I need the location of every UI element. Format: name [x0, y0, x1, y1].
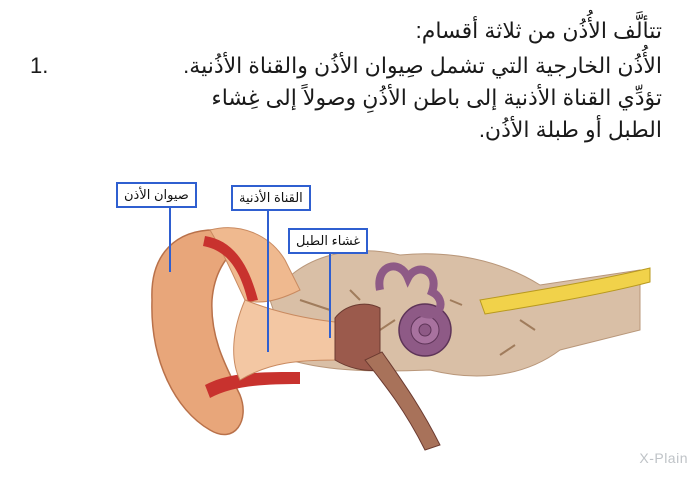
cartilage [203, 236, 258, 302]
list-item-number: 1. [30, 53, 49, 78]
ear-canal-shape [233, 299, 336, 381]
brand-logo: X-Plain [639, 450, 688, 466]
list-item-line-3: الطبل أو طبلة الأذُن. [478, 117, 662, 142]
semicircular-canals [375, 262, 445, 319]
nerve [479, 267, 651, 315]
list-item: الأُذُن الخارجية التي تشمل صِيوان الأذُن… [22, 50, 662, 146]
pinna-label: صيوان الأذن [116, 182, 197, 208]
skin-layer [209, 227, 301, 303]
cochlea-core [418, 323, 432, 337]
list-item-text: الأُذُن الخارجية التي تشمل صِيوان الأذُن… [72, 50, 662, 146]
list-item-line-2: تؤدِّي القناة الأذنية إلى باطن الأذُنِ و… [211, 85, 662, 110]
cartilage-lower [205, 372, 300, 398]
intro-text: تتألَّف الأُذُن من ثلاثة أقسام: [415, 18, 662, 43]
eustachian-tube [364, 351, 441, 451]
list-item-line-1: الأُذُن الخارجية التي تشمل صِيوان الأذُن… [183, 53, 662, 78]
text-block: تتألَّف الأُذُن من ثلاثة أقسام: الأُذُن … [22, 14, 662, 146]
bone-texture [299, 289, 536, 356]
ear-canal-label: القناة الأذنية [231, 185, 311, 211]
eardrum-label: غشاء الطبل [288, 228, 369, 254]
